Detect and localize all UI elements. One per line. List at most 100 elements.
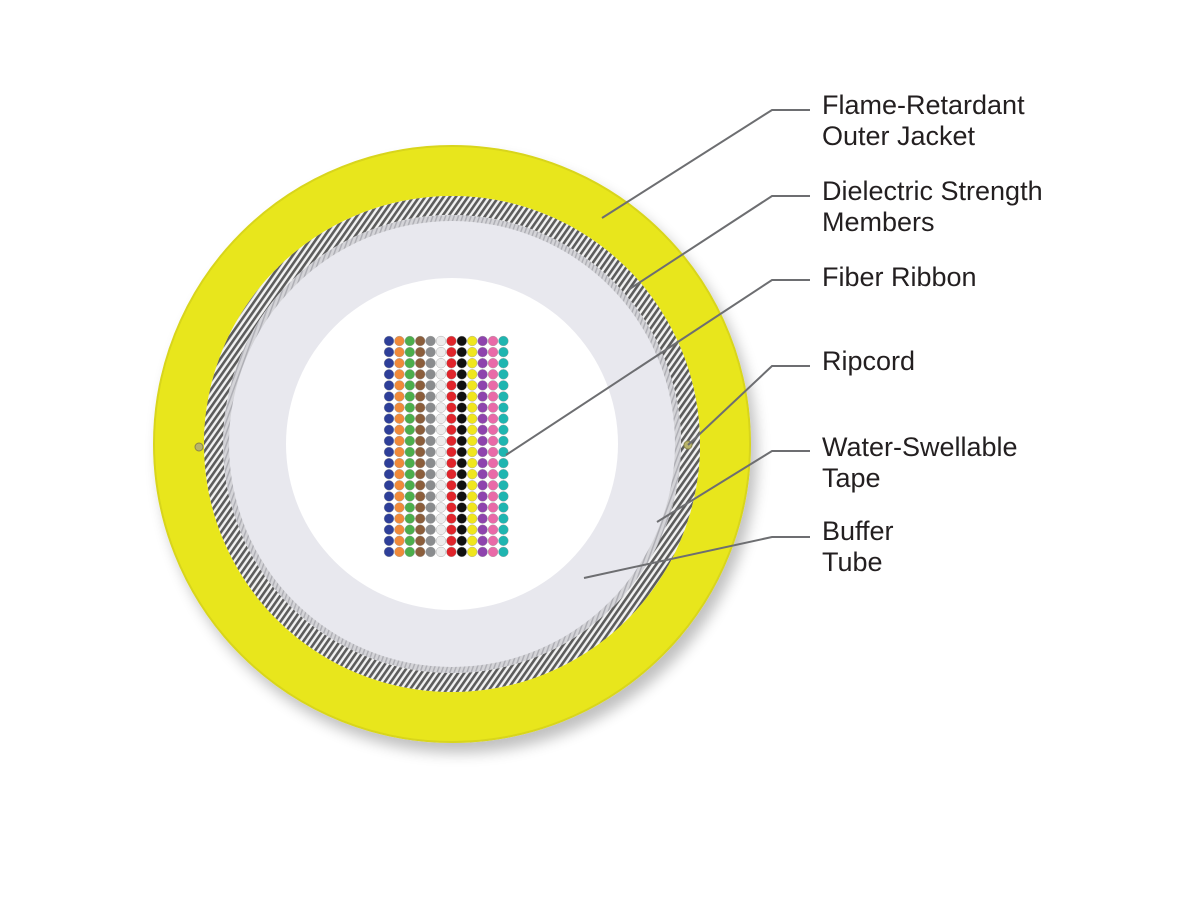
- label-buffer-tube: Buffer Tube: [822, 516, 894, 578]
- optical-fiber: [404, 402, 415, 413]
- leader-tape: [656, 450, 810, 523]
- optical-fiber: [446, 358, 457, 369]
- strength-member: [203, 413, 240, 537]
- optical-fiber: [425, 458, 436, 469]
- optical-fiber: [394, 380, 405, 391]
- optical-fiber: [498, 546, 509, 558]
- optical-fiber: [415, 424, 426, 435]
- optical-fiber: [446, 380, 457, 391]
- optical-fiber: [415, 402, 426, 413]
- optical-fiber: [435, 347, 447, 358]
- optical-fiber: [404, 524, 415, 535]
- label-strength-members-line1: Dielectric Strength: [822, 176, 1043, 206]
- optical-fiber: [425, 480, 436, 491]
- optical-fiber: [487, 502, 499, 513]
- optical-fiber: [404, 480, 415, 491]
- optical-fiber: [477, 358, 488, 369]
- leader-ripcord: [687, 365, 810, 446]
- optical-fiber: [435, 458, 447, 469]
- optical-fiber: [487, 480, 499, 491]
- optical-fiber: [456, 402, 467, 413]
- optical-fiber: [435, 391, 447, 402]
- optical-fiber: [446, 458, 457, 469]
- optical-fiber: [498, 391, 509, 402]
- optical-fiber: [425, 435, 436, 447]
- optical-fiber: [435, 524, 447, 535]
- optical-fiber: [435, 502, 447, 513]
- optical-fiber: [415, 502, 426, 513]
- optical-fiber: [383, 347, 395, 358]
- optical-fiber: [498, 424, 509, 435]
- optical-fiber: [415, 413, 426, 424]
- optical-fiber: [383, 513, 395, 524]
- label-outer-jacket-line1: Flame-Retardant: [822, 90, 1025, 120]
- optical-fiber: [446, 335, 457, 347]
- optical-fiber: [425, 413, 436, 424]
- optical-fiber: [415, 369, 426, 380]
- optical-fiber: [456, 469, 467, 480]
- optical-fiber: [456, 358, 467, 369]
- optical-fiber: [467, 369, 478, 380]
- leader-jacket: [601, 109, 810, 219]
- label-water-swellable-tape-line2: Tape: [822, 463, 881, 493]
- optical-fiber: [404, 535, 415, 546]
- optical-fiber: [477, 480, 488, 491]
- optical-fiber: [383, 358, 395, 369]
- optical-fiber: [456, 458, 467, 469]
- optical-fiber: [415, 513, 426, 524]
- label-water-swellable-tape-line1: Water-Swellable: [822, 432, 1018, 462]
- optical-fiber: [425, 491, 436, 502]
- optical-fiber: [394, 446, 405, 458]
- optical-fiber: [425, 502, 436, 513]
- optical-fiber: [467, 435, 478, 447]
- optical-fiber: [425, 469, 436, 480]
- optical-fiber: [394, 480, 405, 491]
- optical-fiber: [498, 413, 509, 424]
- optical-fiber: [487, 535, 499, 546]
- optical-fiber: [435, 546, 447, 558]
- optical-fiber: [467, 469, 478, 480]
- optical-fiber: [456, 380, 467, 391]
- optical-fiber: [394, 469, 405, 480]
- optical-fiber: [383, 380, 395, 391]
- optical-fiber: [425, 524, 436, 535]
- optical-fiber: [498, 513, 509, 524]
- optical-fiber: [446, 524, 457, 535]
- optical-fiber: [425, 358, 436, 369]
- optical-fiber: [383, 480, 395, 491]
- leader-ribbon: [505, 279, 810, 456]
- optical-fiber: [394, 546, 405, 558]
- optical-fiber: [498, 380, 509, 391]
- optical-fiber: [404, 358, 415, 369]
- optical-fiber: [404, 335, 415, 347]
- optical-fiber: [477, 513, 488, 524]
- optical-fiber: [425, 369, 436, 380]
- optical-fiber: [498, 435, 509, 447]
- optical-fiber: [415, 435, 426, 447]
- optical-fiber: [456, 435, 467, 447]
- optical-fiber: [394, 335, 405, 347]
- optical-fiber: [435, 369, 447, 380]
- optical-fiber: [487, 391, 499, 402]
- optical-fiber: [477, 469, 488, 480]
- optical-fiber: [425, 347, 436, 358]
- optical-fiber: [498, 524, 509, 535]
- optical-fiber: [435, 358, 447, 369]
- optical-fiber: [425, 513, 436, 524]
- optical-fiber: [456, 335, 467, 347]
- optical-fiber: [487, 402, 499, 413]
- optical-fiber: [435, 469, 447, 480]
- optical-fiber: [467, 391, 478, 402]
- optical-fiber: [467, 513, 478, 524]
- optical-fiber: [456, 424, 467, 435]
- optical-fiber: [487, 347, 499, 358]
- optical-fiber: [456, 535, 467, 546]
- optical-fiber: [467, 424, 478, 435]
- optical-fiber: [487, 469, 499, 480]
- optical-fiber: [425, 402, 436, 413]
- optical-fiber: [383, 424, 395, 435]
- optical-fiber: [498, 502, 509, 513]
- optical-fiber: [404, 469, 415, 480]
- label-buffer-tube-line2: Tube: [822, 547, 883, 577]
- optical-fiber: [425, 446, 436, 458]
